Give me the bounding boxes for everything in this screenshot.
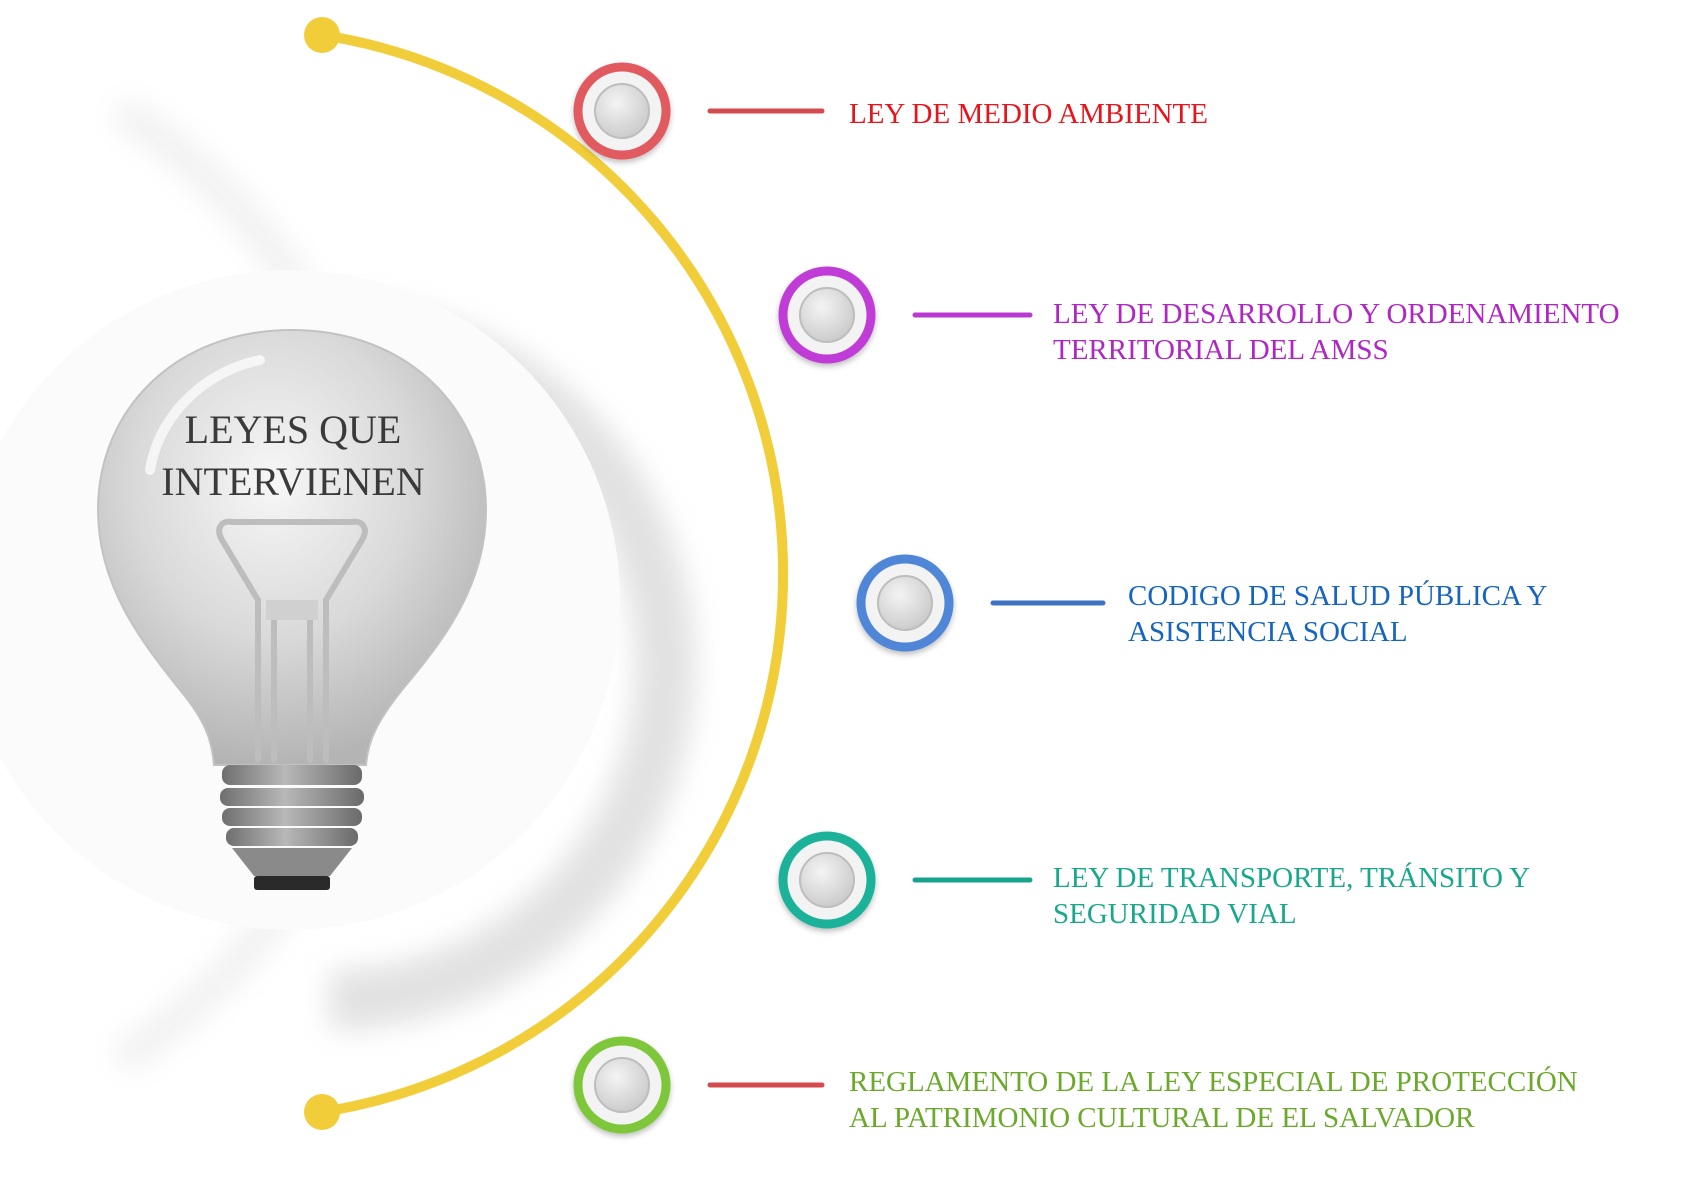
law-label-line: ASISTENCIA SOCIAL: [1128, 616, 1408, 648]
law-label-transporte: LEY DE TRANSPORTE, TRÁNSITO Y SEGURIDAD …: [1053, 860, 1530, 932]
node-core-desarrollo-territorial: [799, 287, 855, 343]
law-nodes: [573, 62, 1106, 1134]
center-title-line1: LEYES QUE: [184, 407, 402, 452]
arc-end-bottom-dot: [304, 1094, 340, 1130]
timeline-arc: [317, 30, 789, 1117]
law-label-line: LEY DE DESARROLLO Y ORDENAMIENTO: [1053, 298, 1620, 330]
law-label-desarrollo-territorial: LEY DE DESARROLLO Y ORDENAMIENTO TERRITO…: [1053, 296, 1620, 368]
node-core-medio-ambiente: [594, 83, 650, 139]
law-label-line: TERRITORIAL DEL AMSS: [1053, 334, 1389, 366]
law-label-line: CODIGO DE SALUD PÚBLICA Y: [1128, 580, 1548, 612]
law-label-line: REGLAMENTO DE LA LEY ESPECIAL DE PROTECC…: [849, 1066, 1578, 1098]
law-label-medio-ambiente: LEY DE MEDIO AMBIENTE: [849, 96, 1208, 132]
law-label-line: AL PATRIMONIO CULTURAL DE EL SALVADOR: [849, 1102, 1475, 1134]
light-bulb-icon: [96, 328, 488, 890]
law-label-patrimonio-cultural: REGLAMENTO DE LA LEY ESPECIAL DE PROTECC…: [849, 1064, 1578, 1136]
law-label-line: SEGURIDAD VIAL: [1053, 898, 1297, 930]
center-title-line2: INTERVIENEN: [161, 459, 425, 504]
node-core-patrimonio-cultural: [594, 1057, 650, 1113]
law-label-line: LEY DE TRANSPORTE, TRÁNSITO Y: [1053, 862, 1531, 894]
law-label-line: LEY DE MEDIO AMBIENTE: [849, 98, 1208, 130]
law-label-salud-publica: CODIGO DE SALUD PÚBLICA Y ASISTENCIA SOC…: [1128, 578, 1547, 650]
center-title: LEYES QUE INTERVIENEN: [118, 404, 468, 508]
node-core-salud-publica: [877, 575, 933, 631]
node-core-transporte: [799, 852, 855, 908]
arc-end-top-dot: [304, 17, 340, 53]
